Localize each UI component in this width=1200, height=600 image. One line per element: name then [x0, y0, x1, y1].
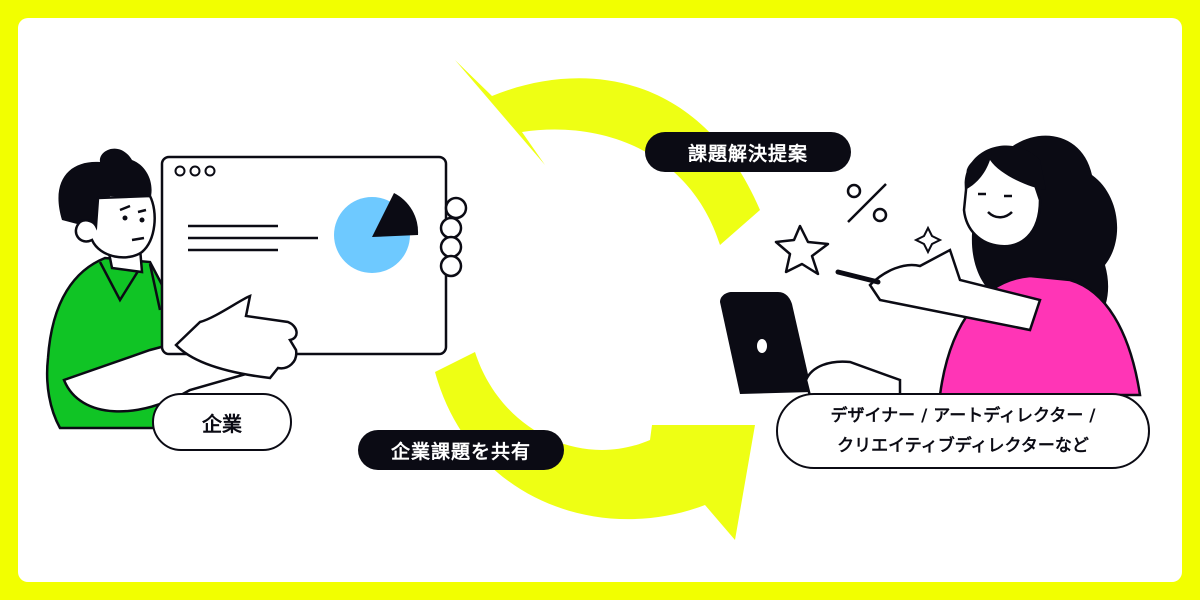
- man-holding-board-illustration: [45, 148, 262, 430]
- finger-4: [439, 254, 463, 278]
- finger-1: [444, 196, 468, 220]
- share-issues-text: 企業課題を共有: [390, 440, 531, 463]
- percent-dot-top: [846, 183, 862, 199]
- hand: [174, 293, 298, 380]
- eye-left: [122, 215, 128, 221]
- propose-solution-label: 課題解決提案: [645, 132, 851, 172]
- eye-right: [139, 217, 145, 223]
- presentation-board: [160, 155, 468, 380]
- hair-front: [964, 145, 1046, 190]
- arm-pen: [868, 248, 1042, 332]
- share-issues-label: 企業課題を共有: [358, 430, 564, 470]
- face: [74, 194, 156, 259]
- company-label: 企業: [152, 393, 292, 451]
- roles-label: デザイナー / アートディレクター / クリエイティブディレクターなど: [776, 393, 1150, 469]
- typing-hand: [804, 360, 902, 398]
- percent-icon: [846, 183, 888, 223]
- shirt-collar: [98, 261, 162, 311]
- star-icon: [774, 224, 830, 276]
- bottom-cycle-arrow: [435, 352, 755, 540]
- window-dot-2: [189, 165, 201, 177]
- propose-solution-text: 課題解決提案: [687, 142, 808, 165]
- eyes: [119, 204, 147, 214]
- window-dot-3: [204, 165, 216, 177]
- sparkle-icon: [913, 225, 943, 255]
- illustration-canvas: [45, 60, 1142, 540]
- percent-slash: [847, 183, 887, 223]
- smile: [987, 211, 1013, 219]
- window-dot-1: [174, 165, 186, 177]
- roles-line-1: デザイナー / アートディレクター /: [830, 406, 1096, 426]
- white-card: 企業 企業課題を共有 課題解決提案 デザイナー / アートディレクター / クリ…: [18, 18, 1182, 582]
- finger-3: [439, 235, 463, 259]
- finger-2: [439, 216, 463, 240]
- eyes: [978, 192, 1012, 198]
- company-label-text: 企業: [202, 411, 242, 436]
- percent-dot-bottom: [872, 207, 888, 223]
- roles-line-2: クリエイティブディレクターなど: [837, 436, 1089, 456]
- top-cycle-arrow: [455, 60, 760, 245]
- mouth: [131, 236, 145, 242]
- pie-slice: [372, 193, 419, 237]
- woman-with-laptop-illustration: [720, 135, 1142, 398]
- cycle-arrows-icon: [435, 60, 760, 540]
- hair: [58, 148, 152, 230]
- pen-icon: [835, 269, 881, 285]
- laptop-logo: [757, 339, 767, 353]
